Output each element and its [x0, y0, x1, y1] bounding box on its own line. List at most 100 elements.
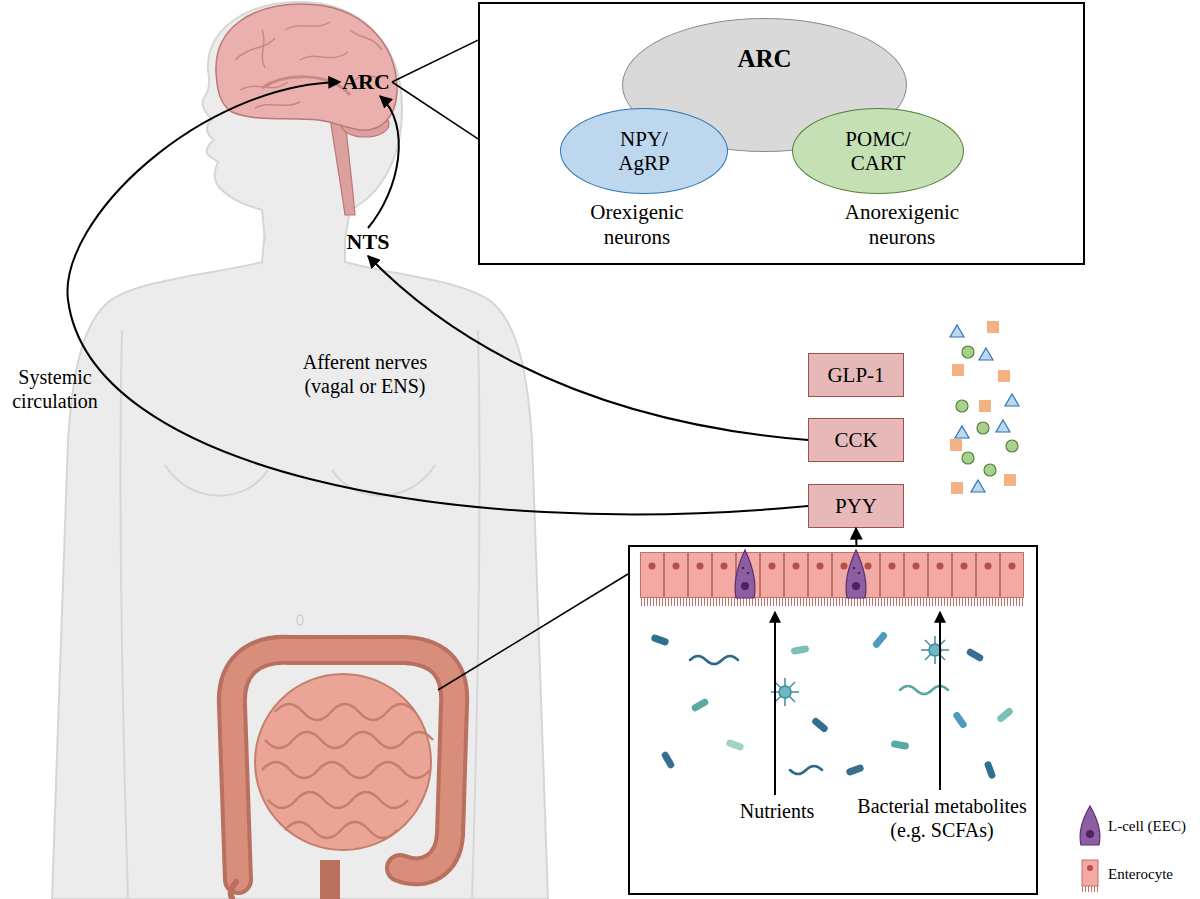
body-silhouette: [120, 330, 128, 899]
body-silhouette: [332, 465, 435, 496]
hormone-particles: [971, 480, 985, 492]
zoom-leader-line: [438, 574, 628, 690]
brain-gyri: [350, 30, 382, 50]
body-silhouette: [266, 205, 344, 267]
connector-arrow: [68, 82, 808, 514]
uptake-arrows: [774, 612, 776, 795]
hormone-particles: [984, 464, 996, 476]
intestine-illustration: [255, 674, 431, 850]
body-silhouette: [52, 2, 548, 899]
hormone-particles: [987, 321, 999, 333]
hormone-particles: [1006, 440, 1018, 452]
brain-region-label: ARC: [340, 68, 392, 96]
legend-text: L-cell (EEC): [1108, 817, 1186, 835]
intestine-illustration: [231, 650, 455, 899]
hormone-box: GLP-1: [808, 353, 904, 397]
gut-bacteria: [791, 645, 810, 655]
gut-bacteria: [811, 717, 829, 734]
hormone-particles: [1004, 474, 1016, 486]
body-silhouette: [472, 330, 480, 899]
connector-arrow: [368, 96, 399, 228]
brainstem-label: NTS: [338, 228, 398, 256]
brain-gyri: [300, 52, 348, 60]
hormone-particles: [979, 400, 991, 412]
gut-bacteria: [845, 764, 864, 777]
gut-bacteria: [872, 631, 889, 649]
hormone-particles: [979, 348, 993, 360]
gut-epithelium: [742, 567, 745, 570]
brain-illustration: [216, 4, 397, 130]
brain-gyri: [262, 30, 265, 68]
brain-gyri: [262, 77, 350, 95]
uptake-arrows: [939, 612, 941, 790]
hormone-particles: [962, 452, 974, 464]
gut-epithelium: [846, 550, 866, 598]
intestine-loops: [268, 792, 408, 808]
legend-icons: [1080, 806, 1100, 892]
gut-bacteria: [965, 647, 984, 662]
intestine-loops: [275, 704, 415, 720]
brain-illustration: [216, 4, 397, 215]
legend-icons: [1082, 860, 1098, 886]
edge-label: Systemic circulation: [5, 365, 105, 413]
legend-icons: [1087, 865, 1093, 871]
brain-gyri: [235, 38, 275, 60]
edge-label: Afferent nerves (vagal or ENS): [290, 350, 440, 398]
gut-bacteria: [891, 740, 910, 750]
node-text: Orexigenic neurons: [572, 200, 702, 250]
hormone-particles: [996, 420, 1010, 432]
connector-arrow: [368, 256, 808, 440]
node-text: PYY: [835, 494, 877, 519]
gut-bacteria: [660, 750, 675, 769]
node-text: Bacterial metabolites (e.g. SCFAs): [847, 794, 1037, 842]
zoom-box: Orexigenic neurons Anorexigenic neurons AR…: [478, 2, 1085, 265]
node-text: NPY/ AgRP: [613, 127, 675, 175]
gut-lumen-box: NutrientsBacterial metabolites (e.g. SCF…: [628, 545, 1038, 895]
hormone-box: PYY: [808, 484, 904, 528]
spiky-bacterium: [779, 686, 791, 698]
uptake-arrows: [775, 612, 940, 795]
intestine-illustration: [231, 882, 236, 898]
gut-bacteria: [725, 739, 744, 752]
intestine-loops: [265, 732, 433, 748]
gut-bacteria: [984, 760, 997, 779]
hormone-box: CCK: [808, 418, 904, 462]
hormone-particles: [950, 325, 964, 337]
gut-epithelium: [741, 582, 749, 590]
body-silhouette: [203, 2, 402, 240]
hormone-particles: [950, 321, 1019, 494]
node-text: ARC: [737, 45, 791, 73]
node-text: POMC/ CART: [839, 127, 917, 175]
gut-epithelium: [640, 552, 1024, 598]
zoom-leader-line: [392, 40, 478, 82]
node-text: GLP-1: [827, 363, 884, 388]
gut-bacteria: [650, 634, 669, 647]
gut-epithelium: [858, 572, 861, 575]
body-silhouette: [165, 465, 268, 496]
gut-epithelium: [735, 550, 755, 598]
intestine-loops: [285, 822, 397, 838]
gut-epithelium: [640, 598, 1024, 606]
zoom-leader-line: [392, 82, 478, 139]
intestine-loops: [262, 704, 433, 838]
hormone-particles: [956, 400, 968, 412]
gut-bacteria: [996, 707, 1014, 724]
neuron-ellipse: NPY/ AgRP: [560, 108, 728, 194]
node-text: NTS: [347, 229, 390, 255]
hormone-particles: [998, 370, 1010, 382]
legend-icons: [1082, 886, 1098, 892]
node-text: Anorexigenic neurons: [817, 200, 987, 250]
body-silhouette: [297, 615, 303, 625]
hormone-particles: [955, 426, 969, 438]
gut-bacteria: [690, 656, 738, 664]
hormone-particles: [1005, 394, 1019, 406]
intestine-illustration: [232, 650, 454, 880]
legend-text: Enterocyte: [1108, 865, 1173, 883]
legend-icons: [1086, 830, 1094, 838]
spiky-bacterium: [771, 636, 949, 706]
hormone-particles: [950, 439, 962, 451]
gut-epithelium: [853, 567, 856, 570]
gut-epithelium: [747, 572, 750, 575]
gut-epithelium: [640, 550, 1024, 606]
